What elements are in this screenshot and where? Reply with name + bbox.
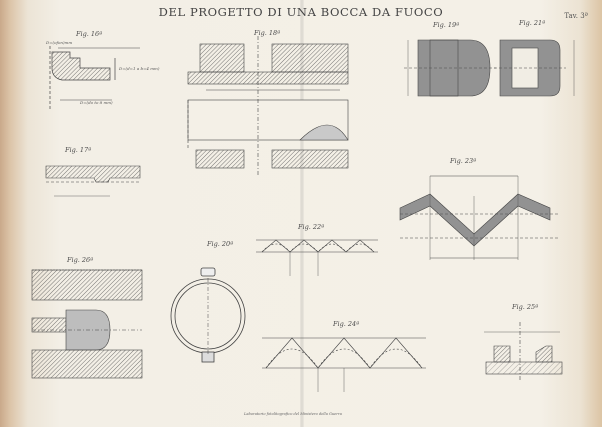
fig-21-drawing — [494, 39, 575, 97]
caption-fig-20: Fig. 20ª — [207, 240, 234, 248]
fig-16-drawing: D=(ofon)mm D=(d=1 a b=4 mm) D=(do to 8 m… — [45, 40, 160, 110]
caption-fig-18: Fig. 18ª — [254, 29, 281, 37]
caption-fig-26: Fig. 26ª — [67, 256, 94, 264]
svg-text:D=(d=1 a b=4 mm): D=(d=1 a b=4 mm) — [118, 66, 160, 71]
caption-fig-19: Fig. 19ª — [433, 21, 460, 29]
caption-fig-22: Fig. 22ª — [298, 223, 325, 231]
caption-fig-25: Fig. 25ª — [512, 303, 539, 311]
fig-18-drawing — [187, 36, 349, 176]
fig-25-drawing — [484, 322, 563, 380]
caption-fig-23: Fig. 23ª — [450, 157, 477, 165]
fig-22-drawing — [256, 239, 378, 276]
page-fold — [300, 0, 304, 427]
plate-title: DEL PROGETTO DI UNA BOCCA DA FUOCO — [158, 5, 444, 19]
caption-fig-17: Fig. 17ª — [65, 146, 92, 154]
fig-26-drawing — [31, 269, 143, 379]
fig-19-drawing — [404, 39, 496, 97]
printer-credit: Laboratorio fotolitografico del Minister… — [244, 412, 342, 416]
fig-24-drawing — [262, 337, 426, 392]
fig-20-drawing — [170, 267, 246, 363]
fig-17-drawing — [45, 165, 141, 197]
svg-text:D=(do to 8 mm): D=(do to 8 mm) — [79, 100, 113, 105]
svg-text:D=(ofon)mm: D=(ofon)mm — [45, 40, 72, 45]
caption-fig-24: Fig. 24ª — [333, 320, 360, 328]
plate-number: Tav. 3ª — [564, 12, 588, 20]
fig-23-drawing — [399, 175, 560, 260]
caption-fig-16: Fig. 16ª — [76, 30, 103, 38]
caption-fig-21: Fig. 21ª — [519, 19, 546, 27]
